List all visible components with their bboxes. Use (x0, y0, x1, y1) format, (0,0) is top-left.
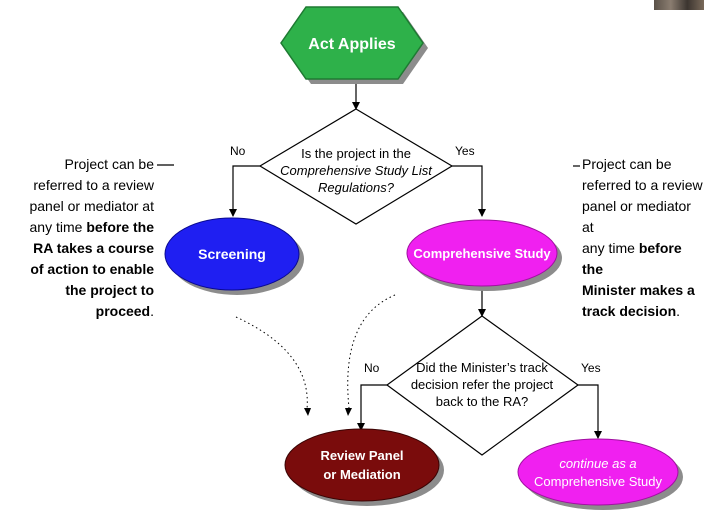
connector-decision2-no (357, 384, 387, 431)
right-note-line-2: referred to a review (582, 177, 703, 193)
screening-node-label: Screening (198, 246, 266, 262)
review-panel-node-line-2: or Mediation (323, 467, 400, 482)
right-note-line-1: Project can be (582, 156, 672, 172)
right-note-line-4-plain: any time (582, 240, 639, 256)
continue-node-line-1: continue as a (559, 456, 636, 471)
decision-2: Did the Minister’s track decision refer … (364, 315, 601, 456)
connector-decision2-yes (578, 384, 602, 439)
continue-node: continue as a Comprehensive Study (517, 438, 683, 510)
left-note-line-8-tail: . (150, 303, 154, 319)
start-node-label: Act Applies (308, 36, 396, 53)
start-node-shape (280, 6, 424, 80)
left-note-line-6: of action to enable (30, 261, 154, 277)
left-note-line-3: panel or mediator at (29, 198, 154, 214)
start-node: Act Applies (280, 6, 428, 84)
dotted-arrowhead-left (304, 408, 311, 416)
connectors (157, 83, 602, 439)
comprehensive-study-node-shape (406, 219, 558, 287)
left-note-line-4-plain: any time (29, 219, 87, 235)
left-note-line-2: referred to a review (33, 177, 154, 193)
left-note-line-7: the project to (65, 282, 154, 298)
dotted-arrowhead-right (345, 408, 352, 416)
review-panel-node: Review Panel or Mediation (284, 428, 444, 506)
decision-1-line-3: Regulations? (318, 180, 395, 195)
dotted-indicators (235, 294, 396, 410)
screening-node: Screening (164, 217, 304, 295)
review-panel-node-line-1: Review Panel (320, 448, 403, 463)
left-note-line-1: Project can be (64, 156, 155, 172)
decision-2-shape (385, 315, 580, 456)
decision-2-line-1: Did the Minister’s track (416, 360, 548, 375)
right-note-line-6: track decision (582, 303, 677, 319)
left-note-line-4-bold: before the (86, 219, 154, 235)
right-note: Project can be referred to a review pane… (582, 154, 704, 322)
right-note-line-4-bold: before the (582, 240, 682, 277)
dotted-curve-comprehensive (347, 294, 396, 409)
right-note-line-3: panel or mediator at (582, 198, 691, 235)
continue-node-line-2: Comprehensive Study (534, 474, 662, 489)
comprehensive-study-node: Comprehensive Study (406, 219, 562, 291)
left-note-line-5: RA takes a course (33, 240, 154, 256)
decision-1-shape (258, 108, 454, 225)
left-note: Project can be referred to a review pane… (0, 154, 154, 322)
review-panel-node-shape (284, 428, 440, 502)
comprehensive-study-node-label: Comprehensive Study (413, 246, 551, 261)
decision-2-line-2: decision refer the project (411, 377, 554, 392)
connector-decision1-yes (452, 165, 486, 217)
decision-1-yes-label: Yes (455, 144, 475, 158)
decision-2-yes-label: Yes (581, 361, 601, 375)
screening-node-shape (164, 217, 300, 291)
connector-decision1-no (229, 165, 260, 217)
decision-1-line-2: Comprehensive Study List (280, 163, 433, 178)
right-note-line-5: Minister makes a (582, 282, 695, 298)
decision-1: Is the project in the Comprehensive Stud… (230, 108, 475, 225)
decision-1-line-1: Is the project in the (301, 146, 411, 161)
dotted-curve-screening (235, 316, 308, 410)
decision-2-no-label: No (364, 361, 380, 375)
continue-node-shape (517, 438, 679, 506)
right-note-line-6-tail: . (676, 303, 681, 319)
left-note-line-8: proceed (95, 303, 151, 319)
decision-2-line-3: back to the RA? (436, 394, 529, 409)
corner-photo-fragment (654, 0, 704, 10)
dotted-arrowheads (304, 408, 352, 416)
decision-1-no-label: No (230, 144, 246, 158)
